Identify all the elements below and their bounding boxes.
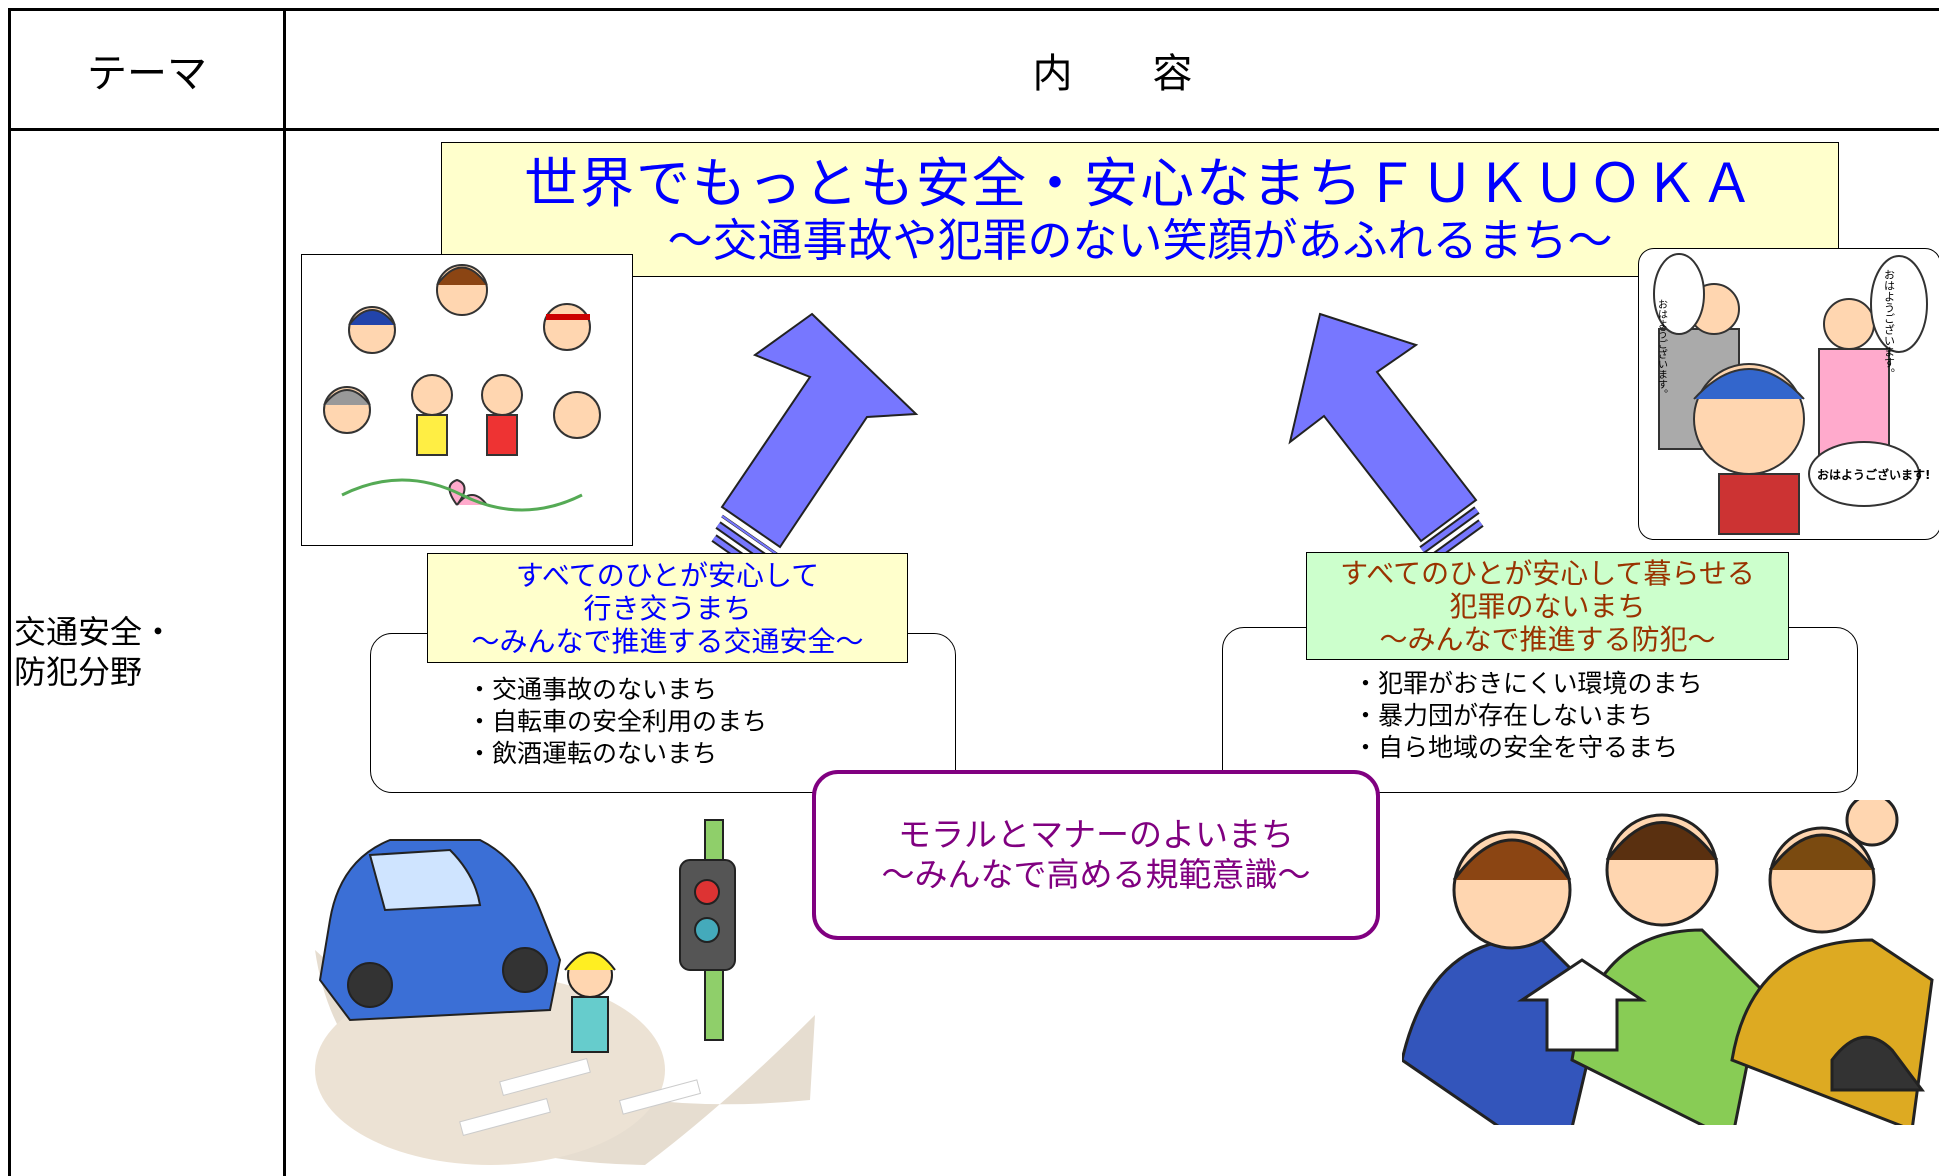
family-illustration <box>301 254 633 546</box>
traffic-title-box: すべてのひとが安心して 行き交うまち ～みんなで推進する交通安全～ <box>427 553 908 663</box>
header-content-label: 内 容 <box>1032 50 1193 97</box>
community-illustration <box>1402 800 1939 1125</box>
greeting-illustration: おはようございます。 おはようございます。 おはようございます! <box>1638 248 1939 540</box>
crime-item: ・犯罪がおきにくい環境のまち <box>1353 669 1703 698</box>
crime-title-line1: すべてのひとが安心して暮らせる <box>1340 556 1755 590</box>
traffic-item: ・交通事故のないまち <box>467 675 718 704</box>
row-theme-cell: 交通安全・ 防犯分野 <box>14 612 274 692</box>
traffic-item: ・飲酒運転のないまち <box>467 739 718 768</box>
header-theme-label: テーマ <box>87 50 207 97</box>
header-content-cell: 内 容 <box>286 11 1939 128</box>
traffic-title-line1: すべてのひとが安心して <box>515 558 820 592</box>
traffic-item: ・自転車の安全利用のまち <box>467 707 768 736</box>
column-divider <box>283 8 286 1176</box>
greeting-bubble-3: おはようございます! <box>1817 467 1930 482</box>
crime-title-box: すべてのひとが安心して暮らせる 犯罪のないまち ～みんなで推進する防犯～ <box>1306 552 1789 660</box>
morals-title: モラルとマナーのよいまち <box>898 815 1294 854</box>
greeting-bubble-2: おはようございます。 <box>1883 269 1896 379</box>
theme-label-line1: 交通安全・ <box>14 613 175 651</box>
header-theme-cell: テーマ <box>11 11 283 128</box>
traffic-title-line2: 行き交うまち <box>583 591 752 625</box>
main-goal-title: 世界でもっとも安全・安心なまちＦＵＫＵＯＫＡ <box>524 151 1756 215</box>
greeting-bubble-1: おはようございます。 <box>1656 299 1668 399</box>
theme-label-line2: 防犯分野 <box>14 653 143 691</box>
crime-item: ・暴力団が存在しないまち <box>1353 701 1654 730</box>
right-arrow <box>1288 312 1484 567</box>
table-top-border <box>8 8 1939 11</box>
header-row-divider <box>8 128 1939 131</box>
main-goal-box: 世界でもっとも安全・安心なまちＦＵＫＵＯＫＡ ～交通事故や犯罪のない笑顔があふれ… <box>441 142 1839 277</box>
crime-item: ・自ら地域の安全を守るまち <box>1353 733 1679 762</box>
main-goal-subtitle: ～交通事故や犯罪のない笑顔があふれるまち～ <box>667 213 1613 267</box>
traffic-title-line3: ～みんなで推進する交通安全～ <box>471 624 864 658</box>
table-left-border <box>8 8 11 1176</box>
crosswalk-illustration <box>310 800 820 1170</box>
crime-items-list: ・犯罪がおきにくい環境のまち ・暴力団が存在しないまち ・自ら地域の安全を守るま… <box>1353 668 1703 764</box>
morals-box: モラルとマナーのよいまち ～みんなで高める規範意識～ <box>812 770 1380 940</box>
crime-title-line3: ～みんなで推進する防犯～ <box>1379 622 1716 656</box>
morals-subtitle: ～みんなで高める規範意識～ <box>881 855 1311 894</box>
left-arrow <box>711 312 919 582</box>
traffic-items-list: ・交通事故のないまち ・自転車の安全利用のまち ・飲酒運転のないまち <box>467 674 767 770</box>
crime-title-line2: 犯罪のないまち <box>1449 589 1646 623</box>
